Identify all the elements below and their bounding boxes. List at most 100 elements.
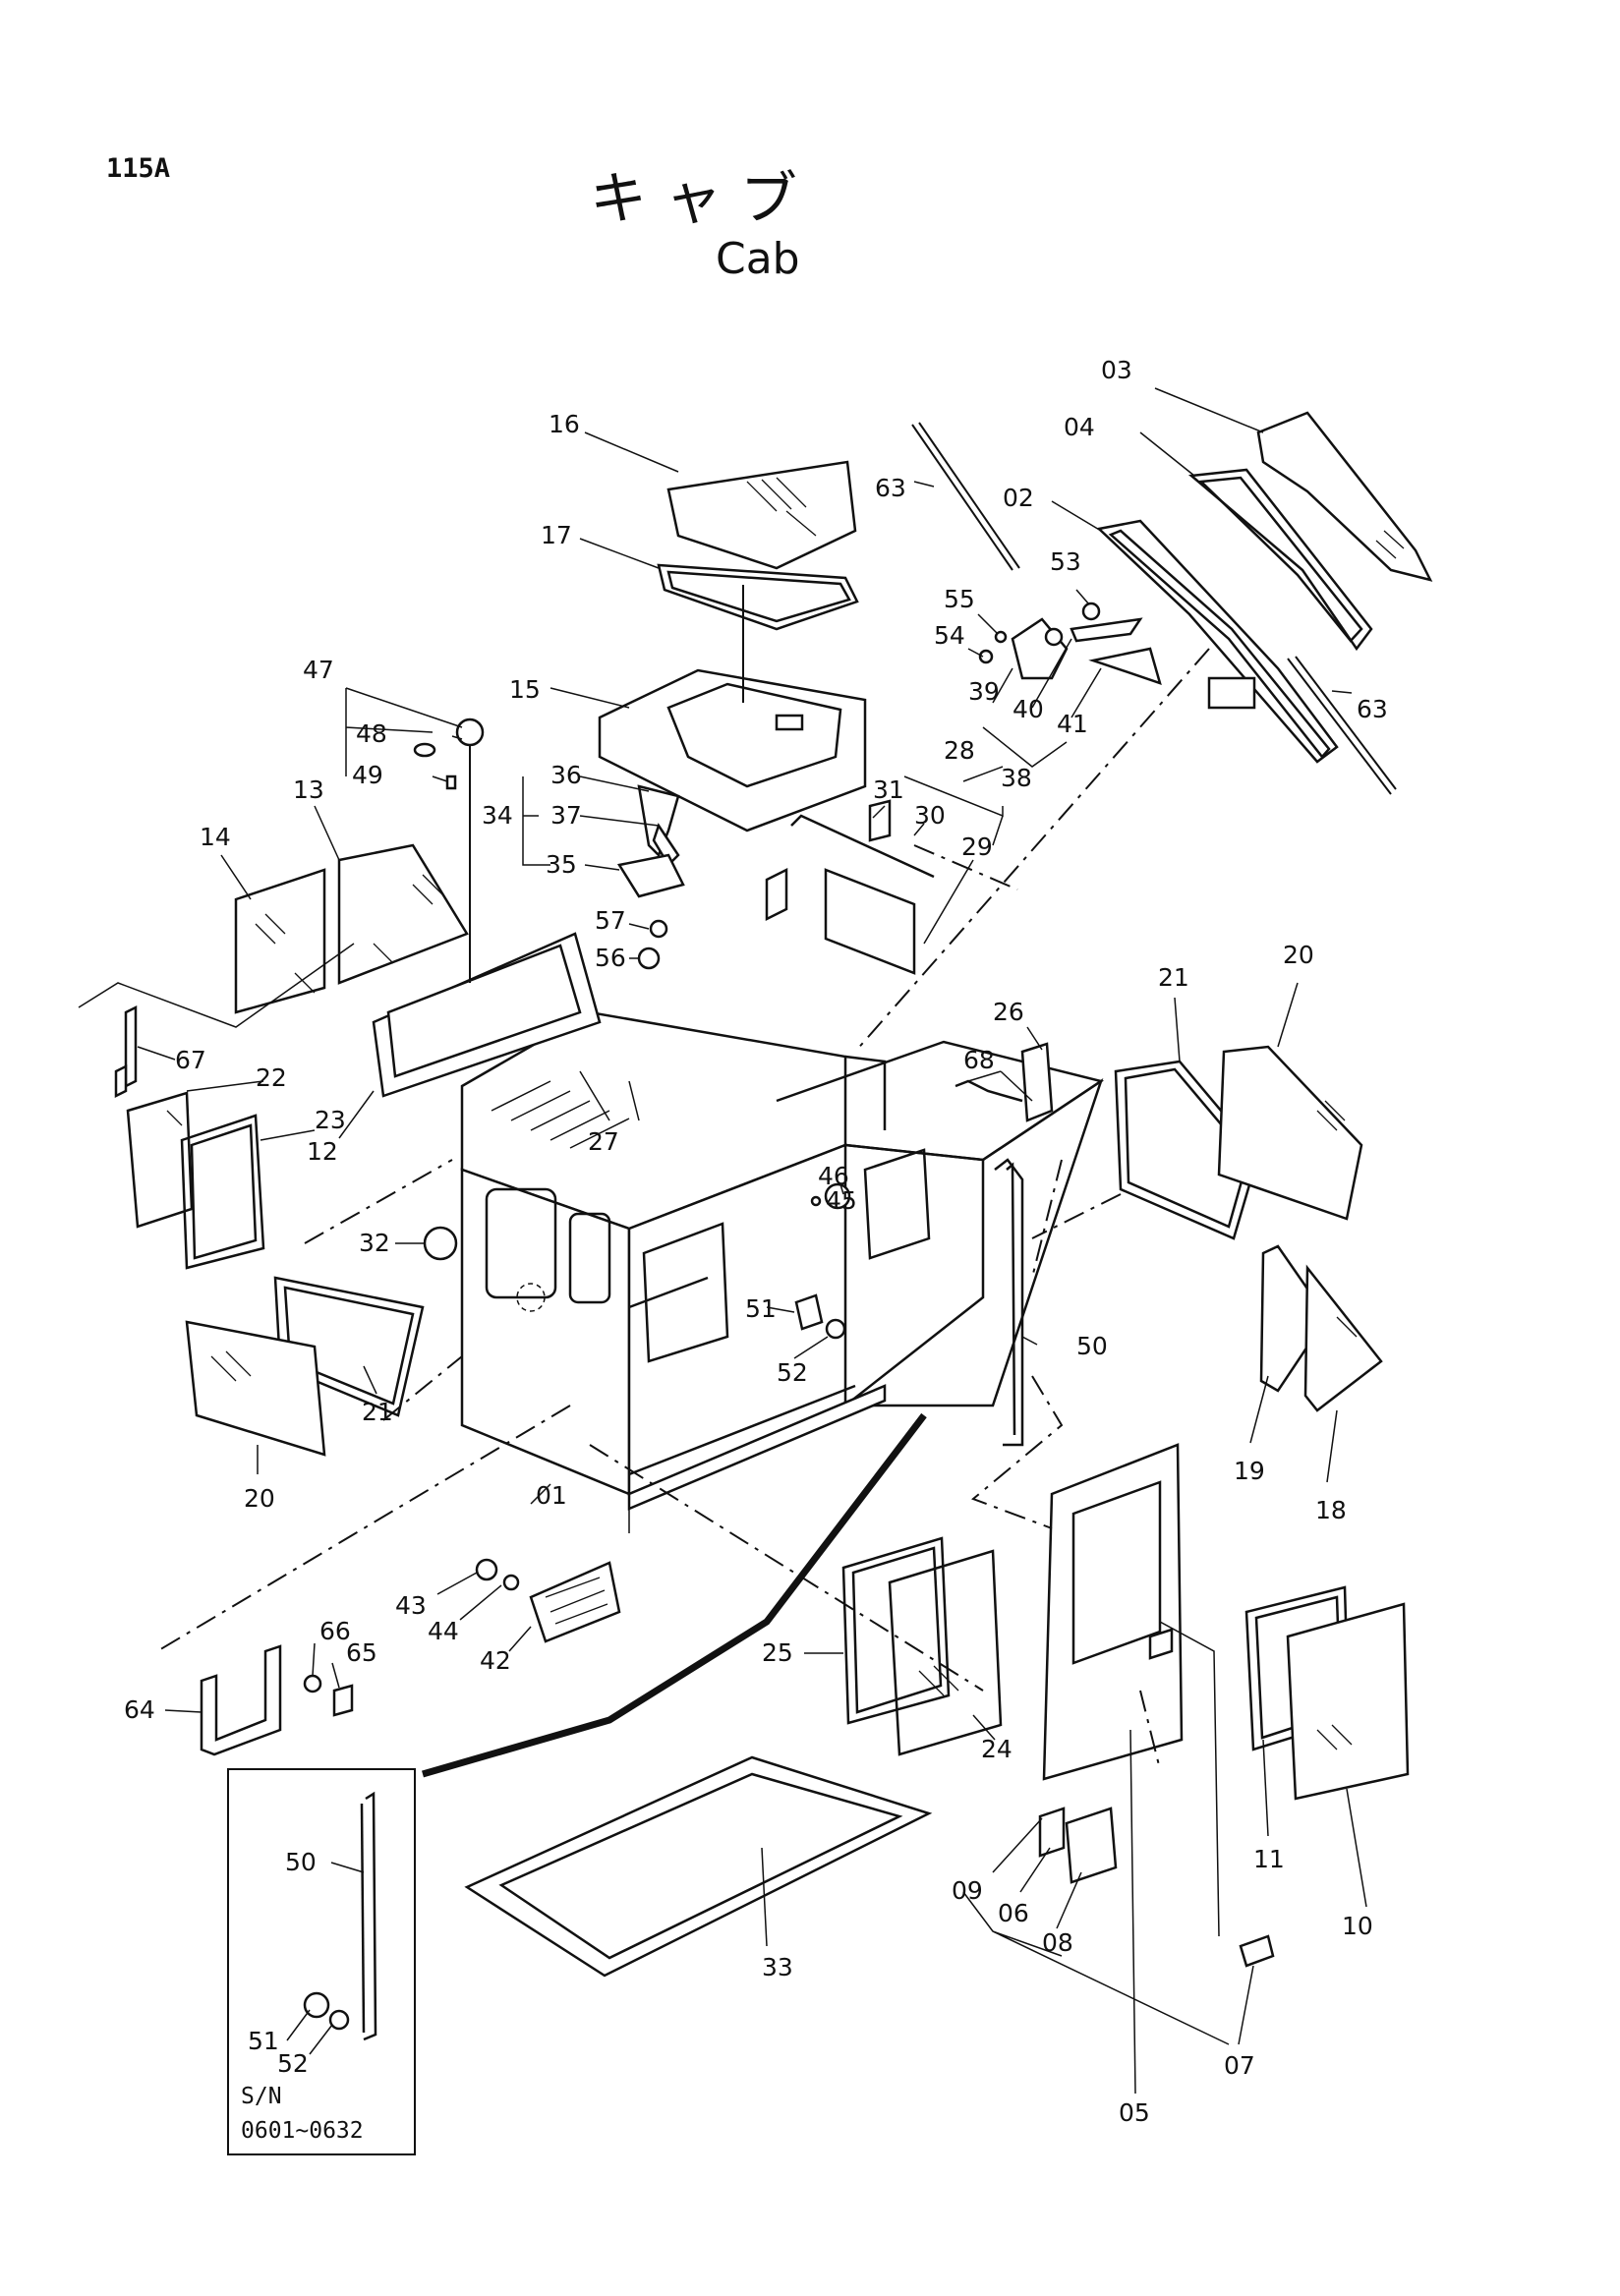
inset-sn-label: S/N xyxy=(241,2084,282,2109)
title-japanese: キ ャ ブ xyxy=(590,165,797,232)
callout-57: 57 xyxy=(595,906,626,935)
callout-28: 28 xyxy=(944,736,975,765)
bolt-54 xyxy=(978,649,994,664)
callout-19: 19 xyxy=(1234,1457,1265,1485)
right-glass-20 xyxy=(1217,1045,1363,1221)
callout-20-left: 20 xyxy=(244,1484,275,1513)
callout-45: 45 xyxy=(826,1186,857,1215)
inset-handrail-50 xyxy=(363,1791,377,2041)
window-glass-10 xyxy=(1286,1602,1410,1801)
upper-window-frame-02 xyxy=(1096,519,1339,764)
washer-52 xyxy=(825,1318,846,1340)
door-seal-25 xyxy=(841,1536,951,1725)
callout-14: 14 xyxy=(200,823,231,851)
callout-37: 37 xyxy=(550,801,582,830)
callout-26: 26 xyxy=(993,998,1024,1026)
callout-25: 25 xyxy=(762,1638,793,1667)
title-english: Cab xyxy=(716,234,800,284)
key-07 xyxy=(1239,1934,1275,1968)
callout-47: 47 xyxy=(303,656,334,684)
callout-64: 64 xyxy=(124,1695,155,1724)
callout-01: 01 xyxy=(536,1481,567,1510)
quarter-glass-18 xyxy=(1303,1264,1383,1412)
callout-labels: 03 04 02 63 63 16 17 15 47 48 49 36 37 3… xyxy=(124,356,1388,2127)
lamp-47 xyxy=(455,718,485,747)
inset-panel: S/N 0601~0632 xyxy=(227,1768,416,2155)
door-05 xyxy=(1042,1443,1184,1781)
lock-45 xyxy=(824,1182,851,1210)
callout-49: 49 xyxy=(352,761,383,789)
callout-15: 15 xyxy=(509,675,541,704)
mirror-26 xyxy=(1020,1042,1054,1122)
visor-29 xyxy=(824,868,916,975)
lower-seal-21-left xyxy=(273,1276,425,1417)
callout-31: 31 xyxy=(873,775,904,804)
front-frame-12 xyxy=(372,932,602,1098)
knob-56 xyxy=(637,947,661,970)
callout-38: 38 xyxy=(1001,764,1032,792)
callout-43: 43 xyxy=(395,1591,427,1620)
rod-63-left xyxy=(911,424,1013,571)
callout-44: 44 xyxy=(428,1617,459,1645)
callout-24: 24 xyxy=(981,1735,1012,1763)
inset-washer-52 xyxy=(328,2009,350,2031)
callout-40: 40 xyxy=(1012,695,1044,723)
callout-53: 53 xyxy=(1050,547,1081,576)
pin-51 xyxy=(794,1293,824,1331)
callout-13: 13 xyxy=(293,775,324,804)
callout-50: 50 xyxy=(1076,1332,1108,1360)
quarter-seal-19 xyxy=(1259,1244,1329,1393)
hinge-06 xyxy=(1038,1807,1066,1858)
bulb-48 xyxy=(413,742,436,758)
side-glass-22 xyxy=(126,1091,194,1229)
callout-11: 11 xyxy=(1253,1845,1285,1873)
wiper-blade-41 xyxy=(1088,647,1162,685)
cap-32 xyxy=(423,1226,458,1261)
callout-03: 03 xyxy=(1101,356,1132,384)
visor-rod-30 xyxy=(790,814,935,879)
callout-18: 18 xyxy=(1315,1496,1347,1524)
washer-44 xyxy=(502,1574,520,1591)
floor-plate-33 xyxy=(464,1755,933,1978)
callout-17: 17 xyxy=(541,521,572,549)
lower-glass-20-left xyxy=(185,1320,326,1457)
callout-21-right: 21 xyxy=(1158,963,1189,992)
callout-34: 34 xyxy=(482,801,513,830)
callout-30: 30 xyxy=(914,801,946,830)
upper-seal-04 xyxy=(1187,468,1373,652)
washer-55 xyxy=(994,630,1008,644)
callout-42: 42 xyxy=(480,1646,511,1675)
callout-51: 51 xyxy=(745,1294,777,1323)
callout-63-top: 63 xyxy=(875,474,906,502)
callout-23: 23 xyxy=(315,1106,346,1134)
side-seal-23 xyxy=(180,1114,265,1270)
callout-20-right: 20 xyxy=(1283,941,1314,969)
callout-55: 55 xyxy=(944,585,975,613)
bracket-64 xyxy=(200,1644,282,1756)
callout-05: 05 xyxy=(1119,2098,1150,2127)
roof-glass-16 xyxy=(666,460,857,570)
callout-12: 12 xyxy=(307,1137,338,1166)
callout-35: 35 xyxy=(546,850,577,879)
upper-glass-03 xyxy=(1256,411,1433,582)
door-glass-24 xyxy=(888,1549,1003,1756)
callout-65: 65 xyxy=(346,1638,377,1667)
bracket-67 xyxy=(114,1004,138,1099)
callout-56: 56 xyxy=(595,944,626,972)
nut-57 xyxy=(649,919,668,939)
callout-21-left: 21 xyxy=(362,1398,393,1426)
callout-27: 27 xyxy=(588,1127,619,1156)
callout-29: 29 xyxy=(961,832,993,861)
front-glass-13 xyxy=(337,843,469,985)
callout-50-inset: 50 xyxy=(285,1848,317,1876)
callout-68: 68 xyxy=(963,1046,995,1074)
inset-pin-51 xyxy=(303,1991,330,2019)
cab-body-01 xyxy=(460,1010,1105,1511)
callout-08: 08 xyxy=(1042,1928,1073,1957)
callout-67: 67 xyxy=(175,1046,206,1074)
callout-36: 36 xyxy=(550,761,582,789)
rod-63-right xyxy=(1287,658,1392,795)
bolt-65 xyxy=(332,1684,354,1717)
lock-clip-46 xyxy=(810,1195,822,1207)
